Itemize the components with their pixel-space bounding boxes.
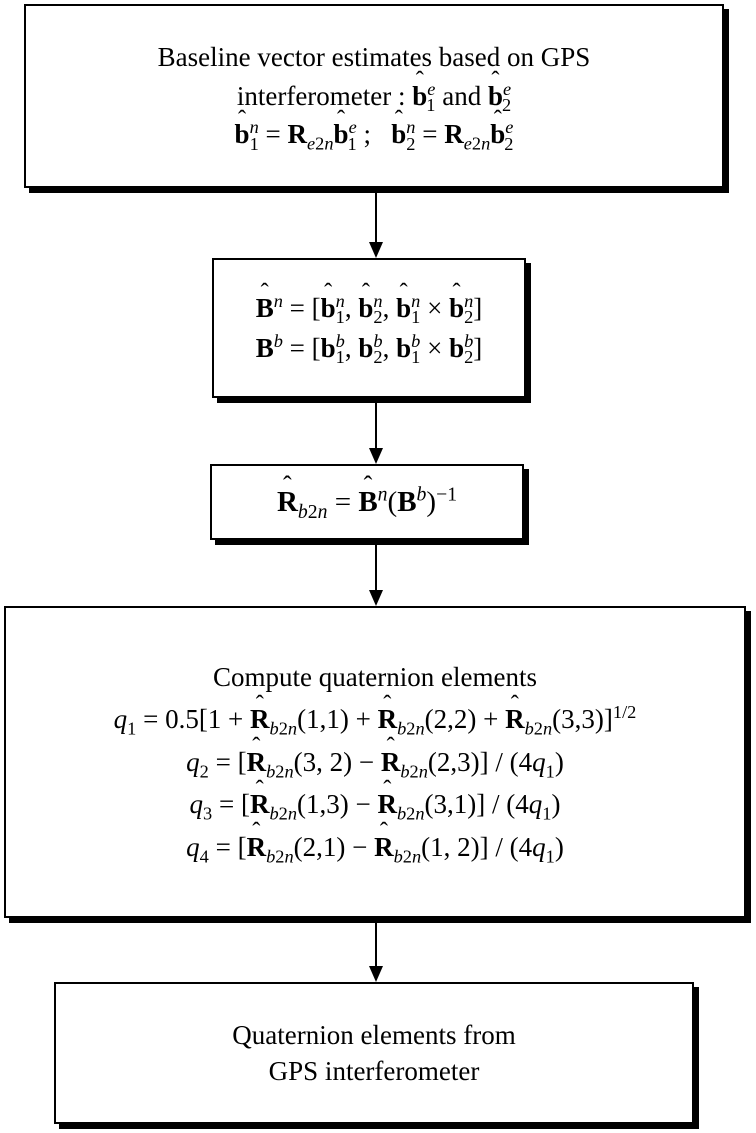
quaternion-compute-title: Compute quaternion elements — [213, 662, 537, 693]
q2-equation: q2 = [Rb2n(3, 2) − Rb2n(2,3)] / (4q1) — [186, 746, 564, 781]
q1-equation: q1 = 0.5[1 + Rb2n(1,1) + Rb2n(2,2) + Rb2… — [114, 702, 637, 738]
arrow-1 — [369, 190, 383, 258]
body-baseline-matrix-equation: Bb = [bb1, bb2, bb1 × bb2] — [255, 331, 483, 368]
rotation-matrix-box: Rb2n = Bn(Bb)−1 — [210, 464, 524, 540]
quaternion-output-box: Quaternion elements from GPS interferome… — [54, 982, 694, 1124]
baseline-ned-equation: bn1 = Re2nbe1 ; bn2 = Re2nbe2 — [235, 118, 514, 153]
arrow-4 — [369, 920, 383, 982]
baseline-vector-box: Baseline vector estimates based on GPS i… — [24, 4, 724, 188]
quaternion-compute-box: Compute quaternion elements q1 = 0.5[1 +… — [4, 606, 746, 918]
interferometer-label: interferometer — [236, 80, 392, 111]
ned-baseline-matrix-equation: Bn = [bn1, bn2, bn1 × bn2] — [256, 291, 483, 326]
q4-equation: q4 = [Rb2n(2,1) − Rb2n(1, 2)] / (4q1) — [186, 831, 564, 866]
and-label: and — [442, 80, 482, 111]
q1-coefficient: 0.5 — [165, 704, 199, 735]
output-line1: Quaternion elements from — [232, 1019, 516, 1050]
arrow-2 — [369, 400, 383, 464]
q1-exponent: 1/2 — [612, 702, 637, 723]
baseline-title-line1: Baseline vector estimates based on GPS — [157, 42, 591, 73]
rotation-matrix-equation: Rb2n = Bn(Bb)−1 — [277, 484, 457, 521]
arrow-3 — [369, 542, 383, 606]
q3-equation: q3 = [Rb2n(1,3) − Rb2n(3,1)] / (4q1) — [190, 788, 561, 823]
output-line2: GPS interferometer — [268, 1056, 480, 1086]
baseline-matrix-box: Bn = [bn1, bn2, bn1 × bn2] Bb = [bb1, bb… — [212, 258, 526, 398]
baseline-title-line2: interferometer : be1 and be2 — [236, 80, 511, 115]
